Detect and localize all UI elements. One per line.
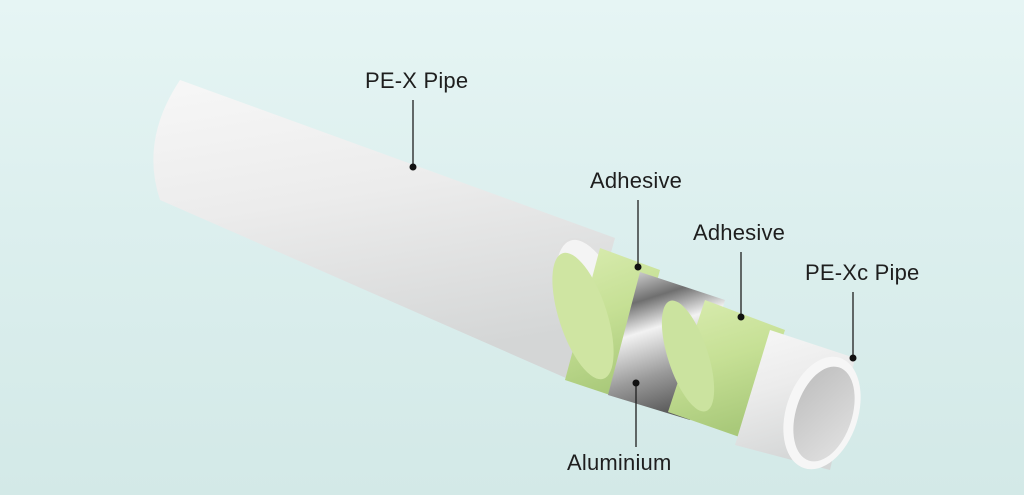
label-pe-x-pipe: PE-X Pipe: [365, 68, 469, 93]
label-aluminium: Aluminium: [567, 450, 672, 475]
pe-xc-pipe-body: [735, 330, 861, 470]
leader-lines: [409, 100, 857, 447]
adhesive-outer-layer: [552, 248, 660, 400]
label-adhesive-inner: Adhesive: [693, 220, 786, 245]
label-adhesive-outer: Adhesive: [590, 168, 683, 193]
label-pe-xc-pipe: PE-Xc Pipe: [805, 260, 920, 285]
